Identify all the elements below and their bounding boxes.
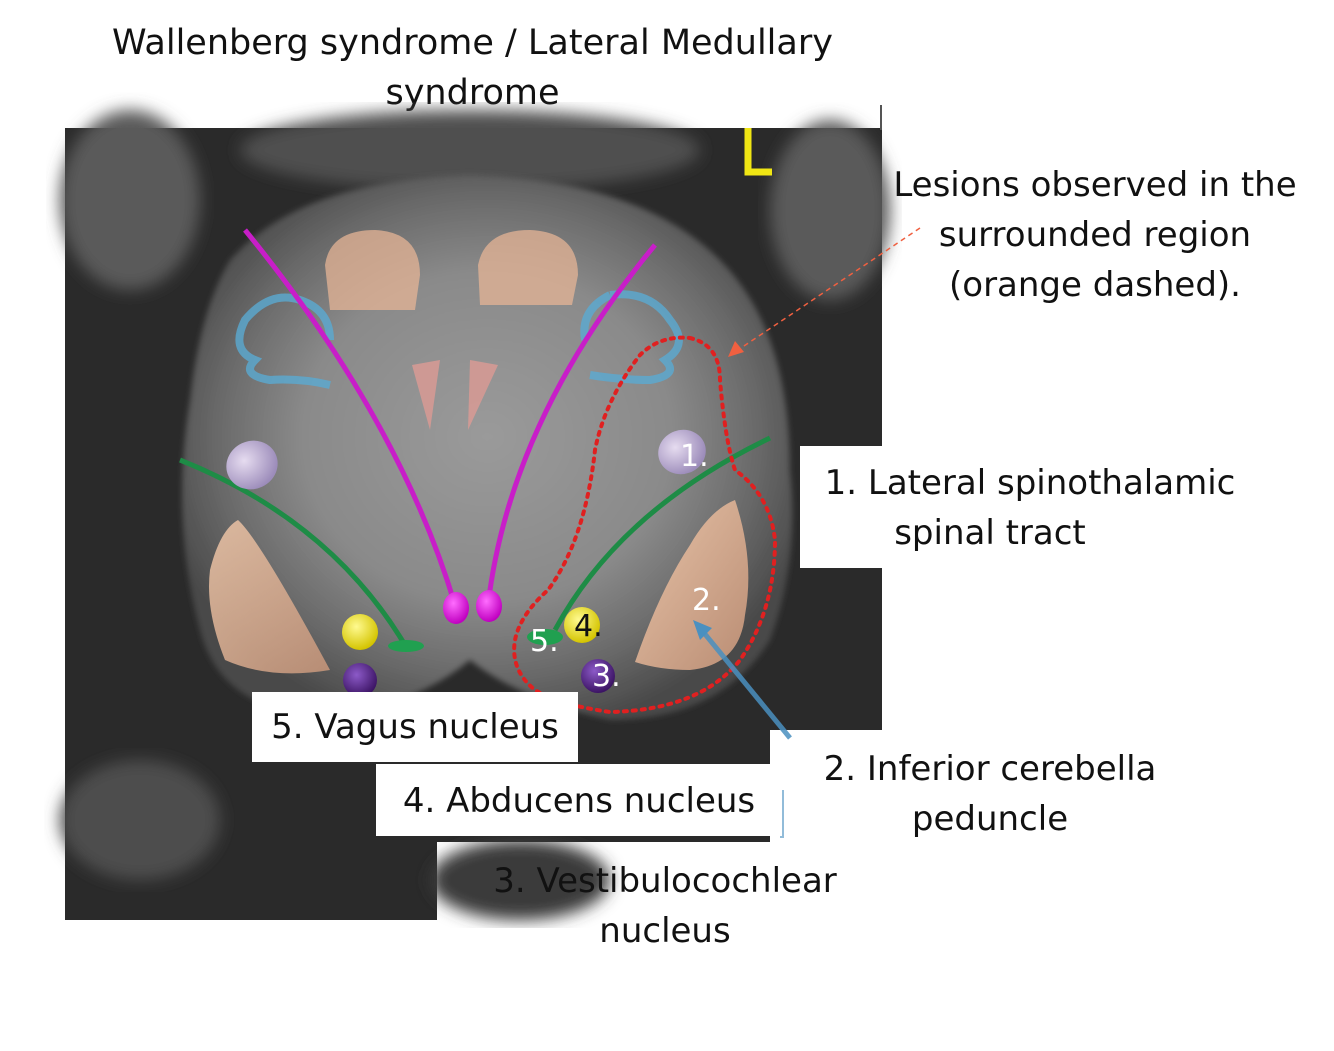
- pyramid-left: [443, 592, 469, 624]
- vestibular-notch-right: [468, 360, 498, 430]
- lesion-outline: [512, 335, 778, 715]
- label-2-line-2: peduncle: [911, 799, 1069, 839]
- label-lateral-spinothalamic: 1. Lateral spinothalamic spinal tract: [800, 446, 1260, 568]
- annotation-arrow-line: [737, 227, 921, 351]
- label-inferior-cerebellar-peduncle: 2. Inferior cerebella peduncle: [790, 744, 1190, 844]
- label-vagus-nucleus: 5. Vagus nucleus: [252, 692, 578, 762]
- vestibulocochlear-nucleus-right: [581, 659, 615, 693]
- marker-5: 5.: [530, 624, 559, 659]
- label-5-line-1: 5. Vagus nucleus: [271, 707, 559, 747]
- label-2-line-1: 2. Inferior cerebella: [823, 749, 1157, 789]
- label-abducens-nucleus: 4. Abducens nucleus: [376, 764, 782, 836]
- annotation-line-3: (orange dashed).: [949, 265, 1241, 305]
- marker-2: 2.: [692, 583, 721, 618]
- medulla-tissue: [182, 175, 793, 720]
- label-1-line-2: spinal tract: [894, 513, 1086, 553]
- orientation-marker-shape: [744, 128, 772, 176]
- lesion-annotation: Lesions observed in the surrounded regio…: [880, 160, 1310, 310]
- marker-4: 4.: [574, 609, 603, 644]
- marker-3: 3.: [592, 659, 621, 694]
- peduncle-leader-line: [698, 626, 792, 740]
- corticospinal-tract-right: [485, 243, 657, 606]
- title-line-2: syndrome: [385, 73, 560, 113]
- figure-title: Wallenberg syndrome / Lateral Medullary …: [60, 18, 885, 118]
- abducens-nucleus-left: [342, 614, 378, 650]
- vagus-nucleus-left: [388, 640, 424, 652]
- label-3-line-2: nucleus: [599, 911, 731, 951]
- lateral-spinothalamic-right: [658, 429, 706, 475]
- olive-left: [235, 293, 334, 389]
- gracile-nucleus-right: [478, 230, 578, 305]
- vestibulocochlear-nucleus-left: [343, 663, 377, 697]
- peduncle-arrowhead: [693, 620, 712, 640]
- pyramid-right: [476, 590, 502, 622]
- title-line-1: Wallenberg syndrome / Lateral Medullary: [112, 23, 833, 63]
- label-vestibulocochlear-nucleus: 3. Vestibulocochlear nucleus: [440, 856, 890, 956]
- annotation-line-2: surrounded region: [938, 215, 1252, 255]
- inferior-cerebellar-peduncle-left: [209, 520, 330, 674]
- abducens-nucleus-right: [564, 607, 600, 643]
- spinothalamic-tract-left: [179, 457, 408, 647]
- olive-right: [580, 290, 683, 385]
- corticospinal-tract-left: [243, 228, 458, 606]
- label-3-line-1: 3. Vestibulocochlear: [493, 861, 837, 901]
- annotation-arrowhead: [728, 341, 744, 357]
- vestibular-notch-left: [412, 360, 440, 430]
- annotation-line-1: Lesions observed in the: [893, 165, 1297, 205]
- gracile-nucleus-left: [325, 230, 420, 310]
- lateral-spinothalamic-left: [226, 440, 278, 490]
- label-1-line-1: 1. Lateral spinothalamic: [824, 463, 1236, 503]
- vagus-nucleus-right: [527, 629, 563, 645]
- label-4-line-1: 4. Abducens nucleus: [402, 781, 756, 821]
- marker-1: 1.: [680, 439, 709, 474]
- inferior-cerebellar-peduncle-right: [635, 500, 749, 670]
